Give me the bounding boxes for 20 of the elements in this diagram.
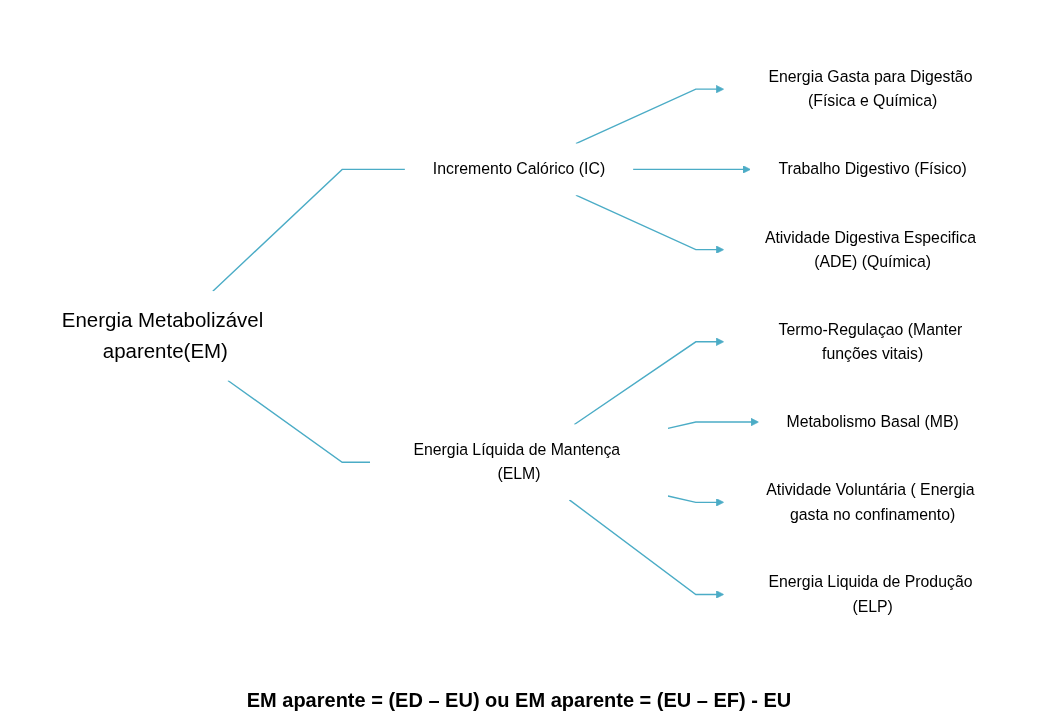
arrow bbox=[573, 337, 725, 425]
connector bbox=[227, 379, 371, 463]
node-text: Energia Gasta para Digestão (Física e Química) bbox=[768, 67, 973, 110]
connector bbox=[212, 168, 406, 292]
node-text: Incremento Calórico (IC) bbox=[432, 160, 606, 178]
arrow bbox=[667, 417, 759, 429]
arrow bbox=[568, 498, 725, 599]
node-text: Termo-Regulaçao (Manter funções vitais) bbox=[778, 320, 963, 362]
node-text: Trabalho Digestivo (Físico) bbox=[778, 160, 967, 178]
arrow bbox=[667, 495, 725, 507]
node-text: Energia Metabolizável aparente(EM) bbox=[61, 308, 264, 363]
formula-text: EM aparente = (ED – EU) ou EM aparente = (EU – EF) - EU bbox=[246, 689, 792, 712]
node-text: Energia Líquida de Mantença (ELM) bbox=[413, 440, 621, 483]
node-text: Energia Liquida de Produção (ELP) bbox=[768, 573, 973, 615]
arrow bbox=[575, 84, 725, 144]
node-text: Atividade Digestiva Especifica (ADE) (Química) bbox=[764, 228, 976, 270]
arrow bbox=[632, 165, 751, 174]
node-text: Atividade Voluntária ( Energia gasta no confinamento) bbox=[766, 481, 975, 523]
arrow bbox=[575, 194, 725, 254]
node-text: Metabolismo Basal (MB) bbox=[786, 412, 959, 431]
